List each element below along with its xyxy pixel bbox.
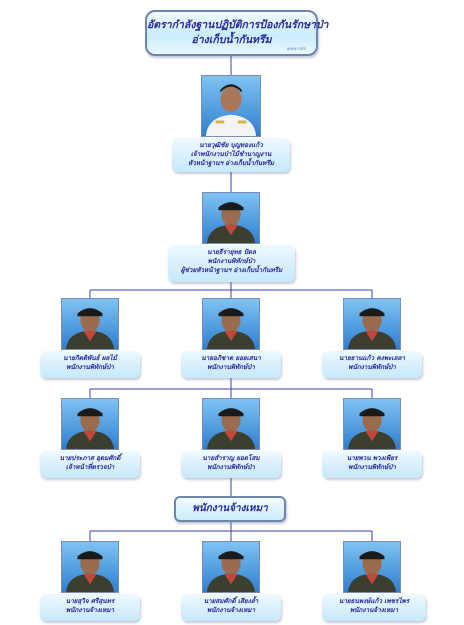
person-name: นายพวน พวงเพียร bbox=[346, 454, 398, 462]
chart-title-line1: อัตรากำลังฐานปฏิบัติการป้องกันรักษาป่า bbox=[147, 19, 329, 31]
portrait-row1-3 bbox=[343, 298, 401, 350]
portrait-contract-1 bbox=[61, 541, 119, 593]
person-role: พนักงานพิทักษ์ป่า bbox=[348, 363, 396, 371]
person-role: พนักงานจ้างเหมา bbox=[65, 606, 115, 614]
person-role: พนักงานจ้างเหมา bbox=[349, 606, 399, 614]
person-icon bbox=[206, 551, 256, 592]
portrait-row1-1 bbox=[61, 298, 119, 350]
person-role: พนักงานจ้างเหมา bbox=[206, 606, 256, 614]
card-row1-2-label: นายอภิชาต ยอยเสนา พนักงานพิทักษ์ป่า bbox=[181, 351, 281, 378]
portrait-row2-2 bbox=[202, 398, 260, 450]
person-icon bbox=[206, 308, 256, 349]
person-icon bbox=[65, 551, 115, 592]
person-role-2: หัวหน้าฐานฯ อ่างเก็บน้ำกันทรึม bbox=[188, 159, 274, 167]
card-contract-3-label: นายธนพงษ์แก้ว เพชรไพร พนักงานจ้างเหมา bbox=[322, 594, 426, 621]
person-icon bbox=[205, 84, 257, 136]
portrait-assistant bbox=[202, 192, 260, 244]
person-name: นายสำราญ ยอดโสม bbox=[202, 454, 260, 462]
person-name: นายประภาส อุดมศักดิ์ bbox=[59, 454, 121, 462]
portrait-row2-3 bbox=[343, 398, 401, 450]
section-contract-staff-header: พนักงานจ้างเหมา bbox=[174, 496, 286, 522]
chart-title-line2: อ่างเก็บน้ำกันทรึม bbox=[191, 34, 272, 46]
person-name: นายวุฒิชัย บุญทองแก้ว bbox=[199, 141, 263, 149]
portrait-head bbox=[201, 75, 261, 137]
person-name: นายธนพงษ์แก้ว เพชรไพร bbox=[338, 597, 410, 605]
person-icon bbox=[206, 202, 256, 243]
person-name: นายสุวิจ ศรีสุนทร bbox=[65, 597, 115, 605]
chart-title-box: อัตรากำลังฐานปฏิบัติการป้องกันรักษาป่า อ… bbox=[145, 10, 329, 56]
portrait-contract-3 bbox=[343, 541, 401, 593]
person-name: นายสมศักดิ์ เสียงล้ำ bbox=[203, 597, 259, 605]
person-role: พนักงานพิทักษ์ป่า bbox=[66, 363, 114, 371]
person-name: นายอภิชาต ยอยเสนา bbox=[201, 354, 261, 362]
person-icon bbox=[347, 308, 397, 349]
card-assistant-label: นายธีรายุทธ ปัดล พนักงานพิทักษ์ป่า ผู้ช่… bbox=[168, 245, 295, 282]
card-row2-1-label: นายประภาส อุดมศักดิ์ เจ้าหน้าที่ตรวจป่า bbox=[40, 451, 140, 478]
person-name: นายกิตติพันธ์ ผลไม้ bbox=[63, 354, 117, 362]
person-name: นายธีรายุทธ ปัดล bbox=[207, 248, 256, 256]
person-role: พนักงานพิทักษ์ป่า bbox=[207, 463, 255, 471]
card-contract-2-label: นายสมศักดิ์ เสียงล้ำ พนักงานจ้างเหมา bbox=[181, 594, 281, 621]
card-contract-1-label: นายสุวิจ ศรีสุนทร พนักงานจ้างเหมา bbox=[40, 594, 140, 621]
portrait-row1-2 bbox=[202, 298, 260, 350]
card-row2-2-label: นายสำราญ ยอดโสม พนักงานพิทักษ์ป่า bbox=[181, 451, 281, 478]
person-role: เจ้าพนักงานป่าไม้ชำนาญงาน bbox=[190, 150, 272, 158]
person-role: พนักงานพิทักษ์ป่า bbox=[207, 257, 256, 265]
portrait-contract-2 bbox=[202, 541, 260, 593]
card-row1-1-label: นายกิตติพันธ์ ผลไม้ พนักงานพิทักษ์ป่า bbox=[40, 351, 140, 378]
card-row1-3-label: นายธานแก้ว คงพะเลลา พนักงานพิทักษ์ป่า bbox=[322, 351, 422, 378]
title-watermark: www.com bbox=[286, 46, 306, 51]
person-role: พนักงานพิทักษ์ป่า bbox=[348, 463, 396, 471]
person-name: นายธานแก้ว คงพะเลลา bbox=[338, 354, 405, 362]
person-icon bbox=[65, 308, 115, 349]
person-role: พนักงานพิทักษ์ป่า bbox=[207, 363, 255, 371]
person-role-2: ผู้ช่วยหัวหน้าฐานฯ อ่างเก็บน้ำกันทรึม bbox=[180, 266, 283, 274]
card-row2-3-label: นายพวน พวงเพียร พนักงานพิทักษ์ป่า bbox=[322, 451, 422, 478]
card-head-label: นายวุฒิชัย บุญทองแก้ว เจ้าพนักงานป่าไม้ช… bbox=[172, 138, 290, 172]
portrait-row2-1 bbox=[61, 398, 119, 450]
person-icon bbox=[347, 551, 397, 592]
person-role: เจ้าหน้าที่ตรวจป่า bbox=[65, 463, 115, 471]
person-icon bbox=[347, 408, 397, 449]
person-icon bbox=[65, 408, 115, 449]
person-icon bbox=[206, 408, 256, 449]
